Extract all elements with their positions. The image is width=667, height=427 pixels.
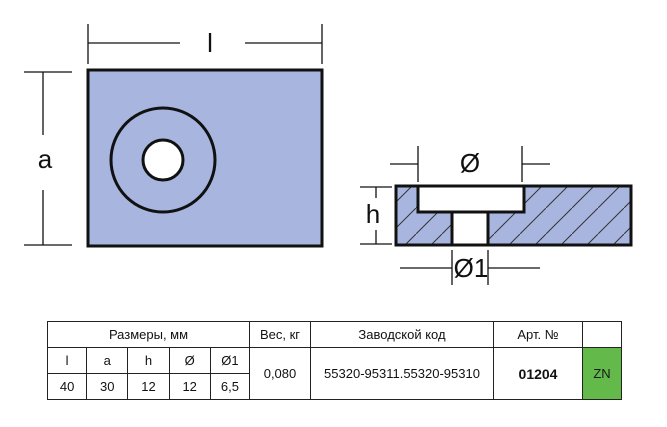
diameter1-label: Ø1 (454, 253, 489, 283)
width-dimension (24, 71, 72, 246)
col-h: h (127, 347, 170, 374)
top-view (86, 68, 324, 248)
section-view (394, 184, 633, 247)
val-l: 40 (46, 373, 88, 400)
factory-code-header: Заводской код (310, 321, 494, 348)
diameter1-dimension (400, 250, 540, 285)
width-label: a (38, 144, 53, 174)
spec-table: Размеры, мм Вес, кг Заводской код Арт. №… (46, 321, 622, 400)
col-d: Ø (168, 347, 211, 374)
col-l: l (46, 347, 88, 374)
col-d1: Ø1 (209, 347, 251, 374)
val-h: 12 (127, 373, 170, 400)
val-a: 30 (86, 373, 129, 400)
dimensions-header: Размеры, мм (47, 321, 250, 348)
col-a: a (86, 347, 129, 374)
article-header: Арт. № (493, 321, 583, 348)
bolt-hole (141, 138, 185, 182)
diameter-dimension (390, 146, 550, 182)
length-label: l (207, 28, 213, 58)
weight-value: 0,080 (249, 347, 311, 400)
factory-code-value: 55320-95311.55320-95310 (310, 347, 494, 400)
diameter-label: Ø (460, 148, 480, 178)
weight-header: Вес, кг (249, 321, 311, 348)
height-label: h (366, 199, 380, 229)
article-value: 01204 (493, 347, 583, 400)
length-dimension (87, 24, 323, 64)
top-view-body (86, 68, 324, 248)
val-d: 12 (168, 373, 211, 400)
countersink-circle (109, 106, 217, 214)
material-header (582, 321, 622, 348)
through-hole (450, 210, 490, 247)
val-d1: 6,5 (209, 373, 251, 400)
height-dimension (360, 186, 392, 245)
material-badge: ZN (582, 347, 622, 400)
